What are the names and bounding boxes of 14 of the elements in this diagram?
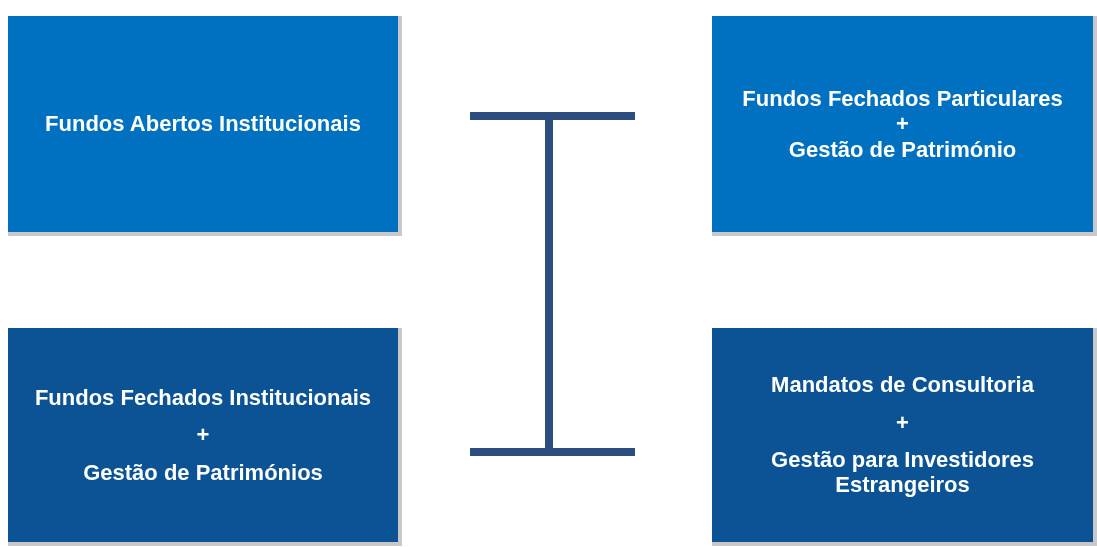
box-text: Fundos Abertos Institucionais bbox=[45, 111, 361, 137]
box-text: Gestão de Património bbox=[788, 136, 1017, 162]
box-text: Fundos Fechados Institucionais bbox=[34, 385, 372, 411]
box-text: Fundos Fechados Particulares bbox=[742, 86, 1063, 112]
box-text: + bbox=[896, 111, 909, 137]
box-text: Mandatos de Consultoria bbox=[771, 372, 1034, 398]
category-box bbox=[712, 328, 1097, 546]
category-box bbox=[8, 16, 402, 236]
box-text: Gestão para Investidores Estrangeiros bbox=[770, 447, 1035, 498]
category-box bbox=[712, 16, 1097, 236]
box-text: Gestão de Patrimónios bbox=[83, 459, 323, 485]
box-text: + bbox=[896, 409, 909, 435]
box-text: + bbox=[196, 422, 210, 448]
category-box bbox=[8, 328, 402, 546]
